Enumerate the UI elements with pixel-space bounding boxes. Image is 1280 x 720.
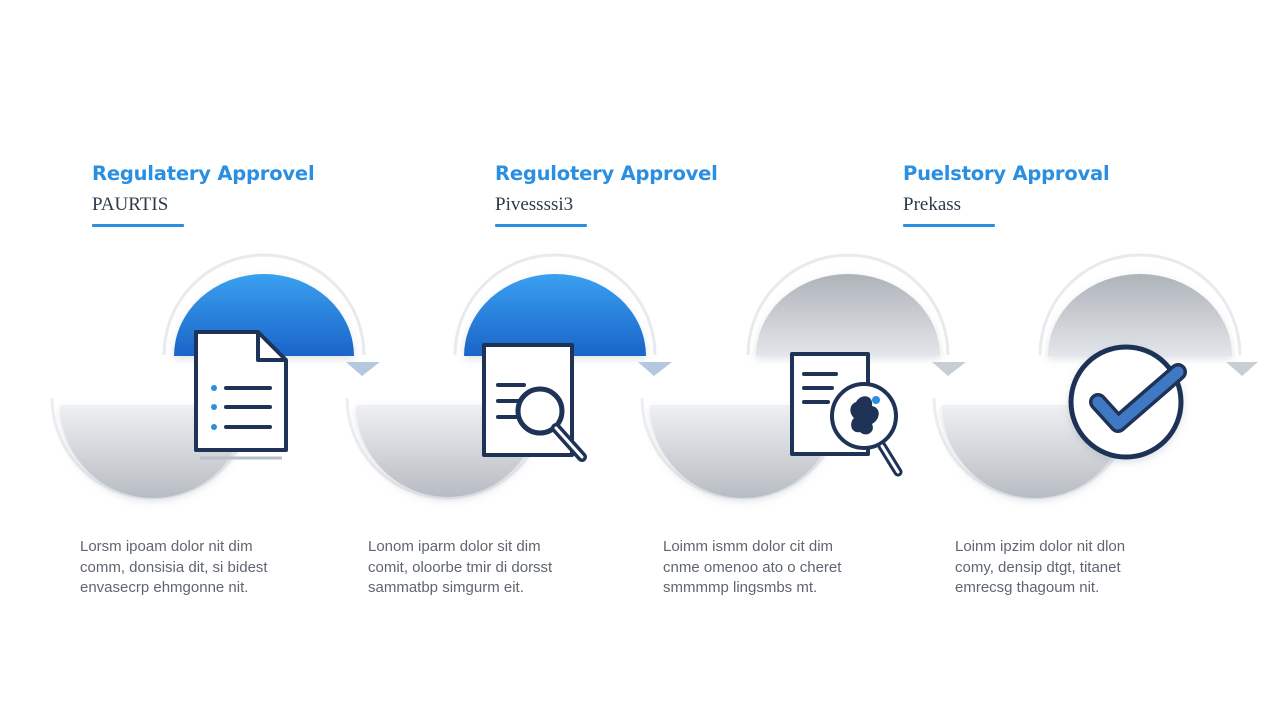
step-heading-subtitle: Pivessssi3 bbox=[495, 194, 574, 215]
heading-underline bbox=[903, 224, 995, 227]
step-1 bbox=[50, 253, 380, 500]
document-list-icon bbox=[194, 330, 288, 460]
caption-line: Lonom iparm dolor sit dim bbox=[368, 538, 541, 555]
caption-line: cnme omenoo ato o cheret bbox=[663, 558, 842, 576]
arc-arrowhead bbox=[932, 362, 966, 376]
step-heading-2: Regulotery Approvel Pivessssi3 bbox=[495, 160, 755, 227]
step-caption-3: Loimm ismm dolor cit dim cnme omenoo ato… bbox=[663, 537, 923, 599]
top-arc-active bbox=[464, 274, 646, 356]
caption-line: Loinm ipzim dolor nit dlon bbox=[955, 538, 1126, 555]
step-3 bbox=[640, 253, 966, 500]
outer-ring-outline bbox=[453, 253, 657, 356]
outer-ring-outline bbox=[746, 253, 950, 356]
caption-line: smmmmp lingsmbs mt. bbox=[663, 579, 818, 596]
step-heading-3: Puelstory Approval Prekass bbox=[903, 160, 1163, 227]
outer-ring-outline bbox=[162, 253, 366, 356]
heading-underline bbox=[495, 224, 587, 227]
document-search-icon bbox=[482, 343, 587, 462]
outer-ring-outline bbox=[1038, 253, 1242, 356]
step-heading-title: Regulotery Approvel bbox=[495, 162, 718, 185]
caption-line: comm, donsisia dit, si bidest bbox=[80, 558, 268, 576]
step-heading-1: Regulatery Approvel PAURTIS bbox=[92, 160, 352, 227]
arc-arrowhead bbox=[346, 362, 380, 376]
checkmark-circle-icon bbox=[1068, 344, 1187, 460]
caption-line: emrecsg thagoum nit. bbox=[955, 579, 1100, 596]
caption-line: Lorsm ipoam dolor nit dim bbox=[80, 538, 253, 555]
step-heading-subtitle: PAURTIS bbox=[92, 194, 169, 215]
arc-arrowhead bbox=[638, 362, 672, 376]
step-2 bbox=[345, 253, 672, 500]
step-4 bbox=[932, 253, 1258, 500]
step-caption-4: Loinm ipzim dolor nit dlon comy, densip … bbox=[955, 537, 1215, 599]
step-heading-subtitle: Prekass bbox=[903, 194, 962, 215]
caption-line: comy, densip dtgt, titanet bbox=[955, 558, 1121, 576]
top-arc bbox=[756, 274, 940, 356]
caption-line: comit, oloorbe tmir di dorsst bbox=[368, 558, 553, 576]
heading-underline bbox=[92, 224, 184, 227]
caption-line: envasecrp ehmgonne nit. bbox=[80, 579, 249, 596]
arc-arrowhead bbox=[1226, 362, 1258, 376]
caption-line: sammatbp simgurm eit. bbox=[368, 579, 524, 596]
step-caption-2: Lonom iparm dolor sit dim comit, oloorbe… bbox=[368, 537, 628, 599]
caption-line: Loimm ismm dolor cit dim bbox=[663, 538, 834, 555]
top-arc bbox=[1048, 274, 1232, 356]
bottom-arc bbox=[650, 405, 836, 498]
step-caption-1: Lorsm ipoam dolor nit dim comm, donsisia… bbox=[80, 537, 340, 599]
step-heading-title: Regulatery Approvel bbox=[92, 162, 315, 185]
step-heading-title: Puelstory Approval bbox=[903, 162, 1110, 185]
document-inspect-icon bbox=[790, 352, 903, 477]
